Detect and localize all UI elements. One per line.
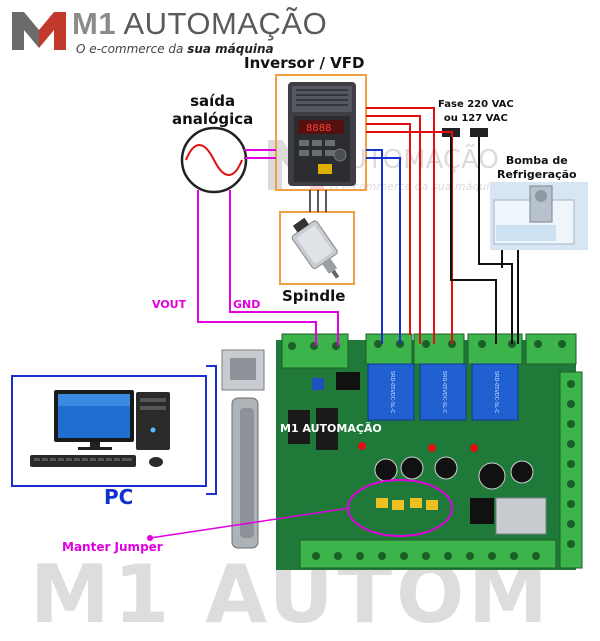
pc-computer xyxy=(11,375,207,487)
breakout-board: SRD-05VDC-SL-C SRD-05VDC-SL-C SRD-05VDC-… xyxy=(221,333,583,570)
svg-text:SRD-05VDC-SL-C: SRD-05VDC-SL-C xyxy=(441,371,447,414)
pc-connection-bracket xyxy=(206,365,217,495)
brand-tagline: O e-commerce da sua máquina xyxy=(76,42,274,56)
jumper-pointer-line xyxy=(149,507,351,539)
watermark-inline-text: AUTOMAÇÃO xyxy=(330,143,499,175)
blue-wires xyxy=(366,149,401,344)
vfd-inverter: 8888 xyxy=(275,74,367,191)
vfd-label: Inversor / VFD xyxy=(244,54,365,72)
analog-output-symbol xyxy=(180,126,248,194)
spindle-motor xyxy=(279,211,355,285)
watermark-inline-tagline: O e-commerce da sua máquina xyxy=(330,180,503,193)
svg-text:8888: 8888 xyxy=(306,123,331,134)
analog-wires xyxy=(197,149,339,346)
capacitors xyxy=(374,456,534,490)
red-wires xyxy=(366,107,453,344)
mains-wires xyxy=(450,137,519,344)
jumper-pointer-dot xyxy=(147,535,153,541)
pc-label: PC xyxy=(104,485,134,509)
vout-label: VOUT xyxy=(152,298,187,311)
board-logo: M1 AUTOMAÇÃO xyxy=(280,422,382,435)
relays: SRD-05VDC-SL-C SRD-05VDC-SL-C SRD-05VDC-… xyxy=(367,363,519,421)
gnd-label: GND xyxy=(233,298,261,311)
svg-text:SRD-05VDC-SL-C: SRD-05VDC-SL-C xyxy=(389,371,395,414)
coolant-pump xyxy=(490,182,588,250)
jumper-label: Manter Jumper xyxy=(62,540,163,554)
spindle-label: Spindle xyxy=(282,287,346,305)
svg-text:SRD-05VDC-SL-C: SRD-05VDC-SL-C xyxy=(493,371,499,414)
m1-logo-icon xyxy=(12,12,66,50)
jumpers xyxy=(376,498,438,510)
wiring-diagram: AUTOMAÇÃO O e-commerce da sua máquina 88… xyxy=(11,74,588,570)
brand-name: M1 AUTOMAÇÃO xyxy=(72,6,328,41)
